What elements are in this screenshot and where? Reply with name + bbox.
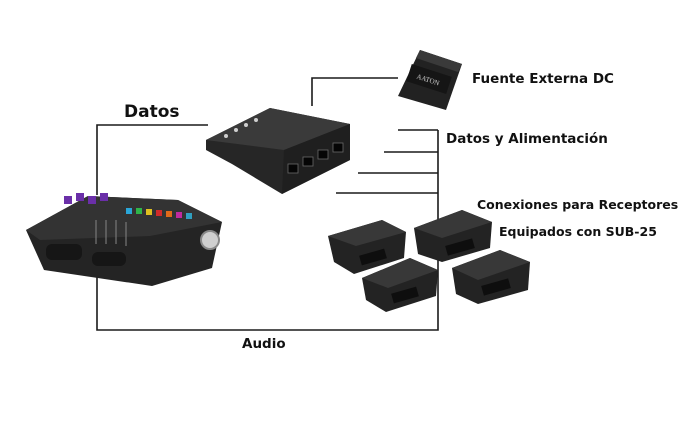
label-datos-alimentacion: Datos y Alimentación <box>446 131 608 147</box>
splitter-box-icon <box>206 108 350 194</box>
dc-battery-icon: AATON <box>398 50 462 110</box>
label-audio: Audio <box>242 336 286 352</box>
receiver-connector-icon-3 <box>362 258 438 312</box>
label-conexiones-line2: Equipados con SUB-25 <box>499 224 657 239</box>
label-datos: Datos <box>124 102 180 122</box>
power-line <box>311 77 398 106</box>
receiver-connector-icon-1 <box>328 220 406 274</box>
audio-mixer-icon <box>26 193 222 286</box>
label-conexiones-line1: Conexiones para Receptores <box>477 197 679 212</box>
receiver-connector-icon-4 <box>452 250 530 304</box>
datos-line <box>96 124 208 195</box>
label-fuente-externa: Fuente Externa DC <box>472 71 614 87</box>
receiver-connector-icon-2 <box>414 210 492 262</box>
